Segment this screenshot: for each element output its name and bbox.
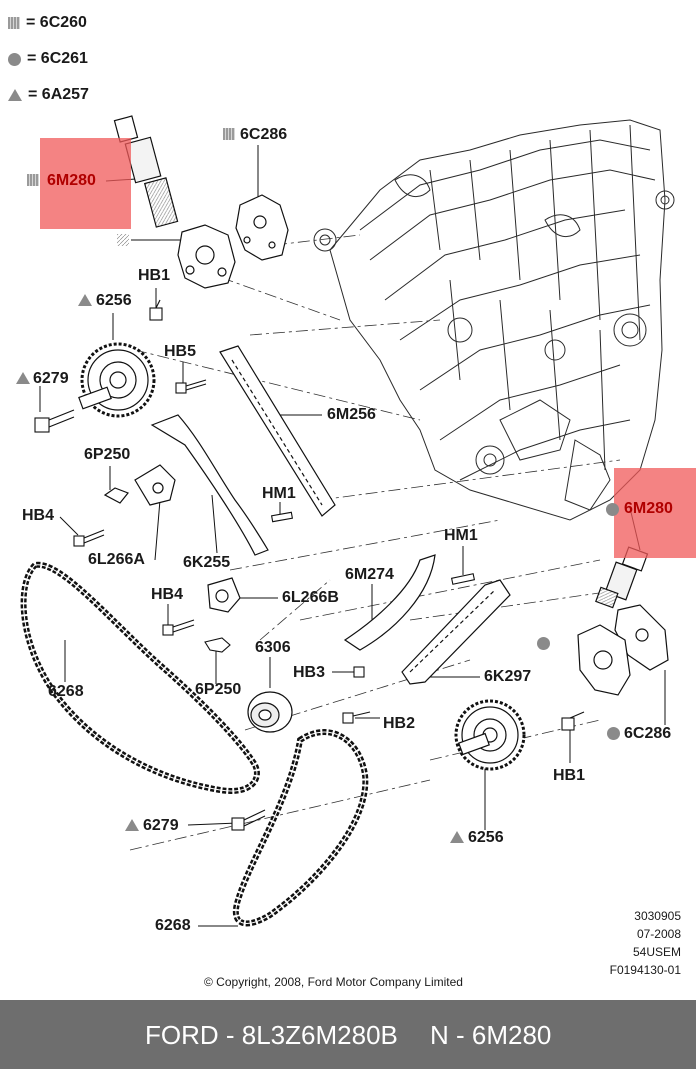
label-hb4-top: HB4 (22, 507, 55, 524)
legend-row-6a257: = 6A257 (8, 86, 89, 104)
triangle-icon (78, 294, 92, 306)
label-6268-bottom: 6268 (155, 917, 191, 934)
legend-row-6c261: = 6C261 (8, 50, 88, 68)
bracket-top (235, 194, 289, 261)
triangle-icon (8, 89, 22, 101)
label-6p250-bottom: 6P250 (195, 681, 242, 698)
bolt-6279-bottom (231, 809, 266, 831)
sprocket-6256-bottom (454, 699, 526, 771)
hatched-square-icon (27, 174, 39, 186)
label-6256-bottom: 6256 (468, 829, 504, 846)
oil-control-housing-top (117, 224, 236, 289)
drawing-code: 54USEM (632, 945, 681, 959)
bolt-hb4-top (73, 529, 105, 547)
label-hm1-left: HM1 (262, 485, 296, 502)
bracket-right (577, 604, 669, 696)
timing-chain-right (232, 729, 369, 927)
chain-guide-6m256 (219, 345, 336, 517)
chain-guide-6m274 (343, 554, 436, 651)
legend-text: = 6C260 (26, 14, 87, 31)
label-6279-bottom: 6279 (143, 817, 179, 834)
bolt-hb1-top (149, 299, 163, 321)
timing-chain-exploded-diagram (20, 115, 675, 927)
legend-row-6c260: = 6C260 (8, 14, 87, 32)
triangle-icon (16, 372, 30, 384)
drawing-date: 07-2008 (636, 927, 681, 941)
hatched-square-icon (223, 128, 235, 140)
bolt-hb4-mid (162, 619, 195, 636)
label-6m280-right: 6M280 (624, 500, 673, 517)
pin-hm1-left (270, 511, 294, 523)
tensioner-6l266b (207, 577, 241, 613)
label-hb1-right: HB1 (553, 767, 586, 784)
label-6k255: 6K255 (183, 554, 231, 571)
tensioner-6l266a (103, 464, 176, 506)
bolt-hb2 (342, 711, 371, 724)
label-hb5: HB5 (164, 343, 197, 360)
label-6l266b: 6L266B (282, 589, 339, 606)
pin-hm1-right (450, 573, 476, 585)
label-hb1-top: HB1 (138, 267, 171, 284)
bolt-hb5 (175, 379, 207, 394)
drawing-number: 3030905 (634, 909, 681, 923)
label-hm1-right: HM1 (444, 527, 478, 544)
tensioner-arm-6k255 (150, 414, 269, 556)
part-number-footer: FORD - 8L3Z6M280B N - 6M280 (0, 1000, 696, 1069)
label-6306: 6306 (255, 639, 291, 656)
label-6279-top: 6279 (33, 370, 69, 387)
label-6c286-right: 6C286 (624, 725, 672, 742)
bolt-hb3 (353, 666, 365, 678)
label-6k297: 6K297 (484, 668, 532, 685)
circle-icon (8, 52, 21, 66)
bolt-6279-top (34, 409, 75, 433)
circle-icon (537, 637, 550, 650)
label-6p250-top: 6P250 (84, 446, 131, 463)
guide-arm-6k297 (401, 579, 511, 685)
label-hb2: HB2 (383, 715, 416, 732)
label-6m256: 6M256 (327, 406, 376, 423)
sprocket-6256-top (78, 342, 156, 418)
label-hb3: HB3 (293, 664, 326, 681)
bolt-hb1-right (561, 711, 585, 731)
crank-sprocket-6306 (247, 691, 293, 733)
label-6l266a: 6L266A (88, 551, 145, 568)
label-hb4-mid: HB4 (151, 586, 184, 603)
highlight-solenoid-right (614, 468, 696, 558)
drawing-id: F0194130-01 (609, 963, 681, 977)
copyright-notice: © Copyright, 2008, Ford Motor Company Li… (204, 975, 463, 989)
label-6268-top: 6268 (48, 683, 84, 700)
highlight-solenoid-top (40, 138, 131, 229)
triangle-icon (450, 831, 464, 843)
hatched-square-icon (8, 17, 20, 29)
legend-text: = 6C261 (27, 50, 88, 67)
label-6c286-top: 6C286 (240, 126, 288, 143)
legend-text: = 6A257 (28, 86, 89, 103)
circle-icon (607, 727, 620, 740)
timing-chain-left (20, 561, 260, 794)
label-6m274: 6M274 (345, 566, 394, 583)
engine-block (313, 119, 675, 521)
label-6256-top: 6256 (96, 292, 132, 309)
clip-6p250-bottom (204, 637, 231, 653)
footer-reference: N - 6M280 (430, 1020, 552, 1050)
circle-icon (606, 503, 619, 516)
footer-part-number: FORD - 8L3Z6M280B (145, 1020, 398, 1050)
triangle-icon (125, 819, 139, 831)
vct-solenoid-top (113, 115, 179, 228)
label-6m280-top: 6M280 (47, 172, 96, 189)
